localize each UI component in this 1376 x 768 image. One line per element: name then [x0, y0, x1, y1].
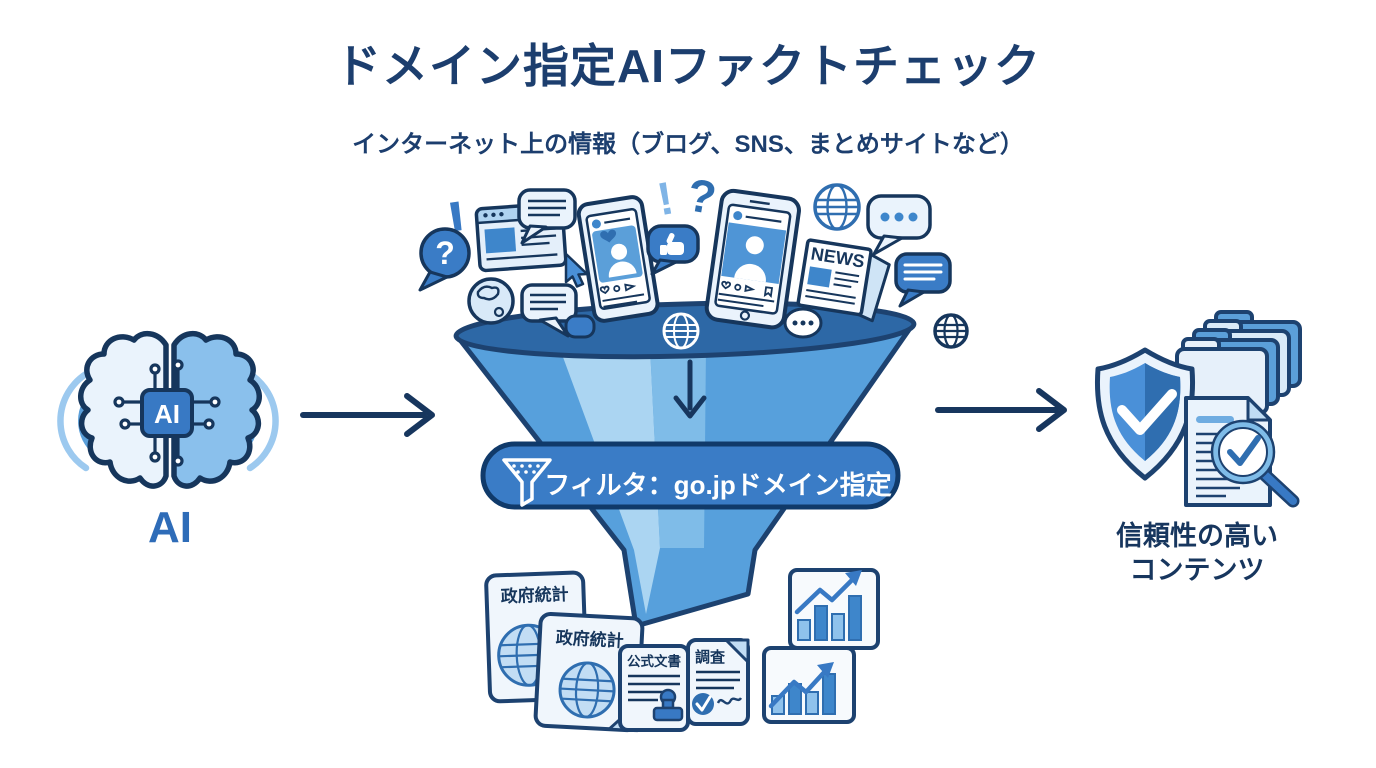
svg-text:?: ? — [435, 235, 455, 271]
globe-icon — [813, 183, 861, 231]
chart-card-icon — [788, 568, 880, 650]
ai-chip-label: AI — [154, 399, 180, 429]
arrow-left-icon — [300, 393, 435, 437]
exclamation-icon: ! — [653, 171, 677, 225]
dots-bubble-icon — [866, 194, 932, 256]
funnel-filter-icon — [502, 458, 552, 507]
filter-pill: フィルタ：go.jpドメイン指定 — [480, 441, 901, 510]
thumbs-up-bubble-icon — [646, 224, 700, 276]
doc-survey: 調査 — [686, 638, 750, 726]
small-bubble-icon — [564, 314, 596, 339]
doc-label: 調査 — [695, 648, 726, 666]
newspaper-icon: NEWS — [796, 238, 891, 323]
chart-card-icon — [762, 646, 856, 724]
doc-label: 公式文書 — [627, 653, 681, 669]
doc-label: 政府統計 — [555, 627, 624, 651]
globe-icon — [662, 312, 700, 350]
result-label-line2: コンテンツ — [1130, 555, 1265, 585]
ai-brain-icon: AI AI — [57, 334, 279, 552]
shield-check-icon — [1094, 347, 1196, 481]
doc-label: 政府統計 — [500, 584, 569, 606]
signal-arc-icon — [246, 370, 279, 472]
speech-bubble-icon — [520, 283, 578, 338]
filter-label: フィルタ：go.jpドメイン指定 — [544, 470, 892, 500]
stamp-icon — [652, 688, 684, 722]
question-bubble-icon: ? — [418, 227, 471, 292]
verified-document-icon — [1184, 396, 1300, 508]
arrow-down-icon — [673, 359, 707, 419]
cursor-icon — [564, 252, 589, 288]
speech-bubble-icon — [517, 188, 577, 245]
arrow-right-icon — [935, 388, 1067, 432]
ai-label: AI — [148, 503, 192, 552]
ai-chip — [140, 388, 194, 438]
smartphone-profile-icon — [704, 188, 801, 330]
small-dots-bubble-icon — [783, 307, 823, 339]
doc-official: 公式文書 — [618, 644, 690, 732]
page-title: ドメイン指定AIファクトチェック — [335, 40, 1041, 92]
magnifier-check-icon — [1210, 419, 1300, 508]
page-subtitle: インターネット上の情報（ブログ、SNS、まとめサイトなど） — [352, 131, 1024, 158]
smartphone-social-icon — [576, 195, 660, 323]
question-icon: ? — [683, 168, 720, 224]
globe-icon — [933, 313, 969, 349]
dark-speech-bubble-icon — [894, 252, 952, 308]
globe-icon — [467, 277, 515, 325]
signal-arc-icon — [57, 370, 90, 472]
result-label-line1: 信頼性の高い — [1116, 520, 1278, 551]
